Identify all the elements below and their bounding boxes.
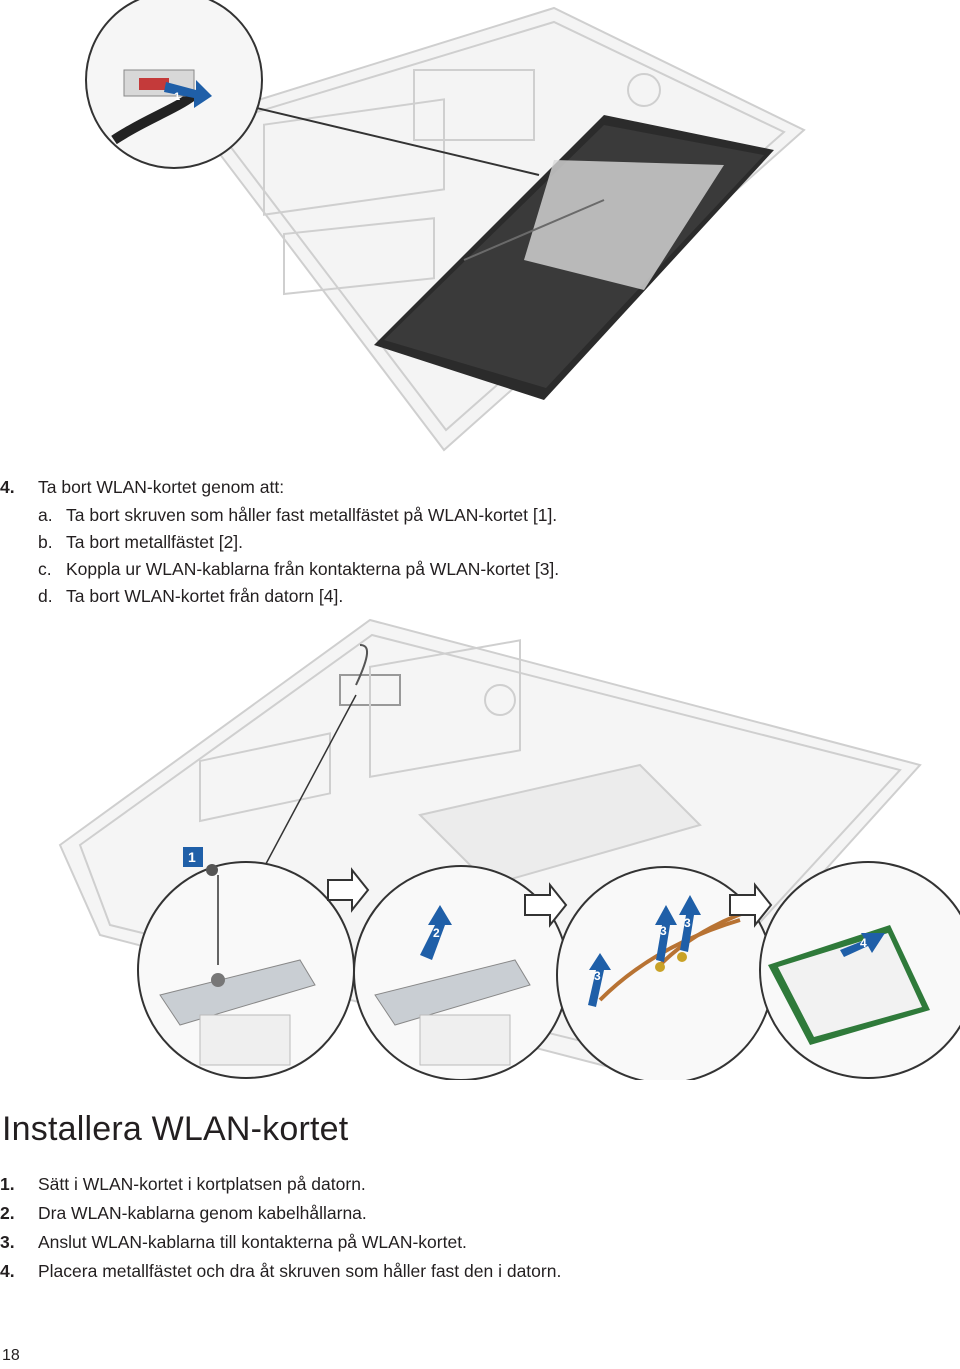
- detail-circle-card: 4: [759, 861, 960, 1079]
- detail-circle-bracket: 2: [353, 865, 569, 1080]
- step-number: 3.: [0, 1232, 15, 1252]
- callout-label: 4: [860, 936, 867, 950]
- step-number: 1.: [0, 1174, 15, 1194]
- substep-letter: b.: [38, 532, 53, 552]
- callout-arrow-3a: 3: [588, 953, 611, 1007]
- callout-label: 2: [433, 926, 440, 940]
- callout-arrow-1: 1: [164, 80, 212, 108]
- next-arrow-icon: [327, 867, 370, 913]
- step-number: 4.: [0, 1261, 15, 1281]
- substep-letter: a.: [38, 505, 53, 525]
- next-arrow-icon: [524, 882, 568, 928]
- battery-disconnect-illustration: 1: [84, 0, 960, 460]
- step-text: Dra WLAN-kablarna genom kabelhållarna.: [38, 1203, 367, 1223]
- screw-icon: [206, 864, 218, 876]
- wlan-removal-illustration: 1 2: [40, 615, 960, 1080]
- substep-letter: d.: [38, 586, 53, 606]
- callout-arrow-3b: 3: [655, 905, 677, 962]
- step-text: Ta bort WLAN-kortet genom att:: [38, 477, 285, 497]
- step-text: Sätt i WLAN-kortet i kortplatsen på dato…: [38, 1174, 366, 1194]
- substep-text: Koppla ur WLAN-kablarna från kontakterna…: [66, 559, 560, 579]
- substep-text: Ta bort skruven som håller fast metallfä…: [66, 505, 558, 525]
- detail-circle-cables: 3 3 3: [556, 866, 774, 1080]
- step-text: Anslut WLAN-kablarna till kontakterna på…: [38, 1232, 467, 1252]
- callout-label: 3: [660, 924, 667, 938]
- callout-label: 3: [594, 969, 601, 983]
- page-number: 18: [2, 1347, 20, 1364]
- callout-arrow-2: 2: [420, 905, 452, 960]
- step-number: 2.: [0, 1203, 15, 1223]
- substep-letter: c.: [38, 559, 52, 579]
- callout-badge-1: 1: [183, 847, 203, 867]
- step-number: 4.: [0, 477, 15, 497]
- callout-label: 1: [188, 849, 196, 865]
- substep-text: Ta bort WLAN-kortet från datorn [4].: [66, 586, 344, 606]
- battery-pack: [374, 115, 774, 400]
- callout-arrow-3c: 3: [679, 895, 701, 952]
- next-arrow-icon: [729, 882, 773, 928]
- callout-label: 1: [174, 91, 180, 103]
- step-text: Placera metallfästet och dra åt skruven …: [38, 1261, 562, 1281]
- section-heading: Installera WLAN-kortet: [2, 1110, 349, 1148]
- callout-label: 3: [684, 916, 691, 930]
- callout-arrow-4: 4: [840, 933, 885, 957]
- detail-circle-screw: [137, 861, 355, 1079]
- substep-text: Ta bort metallfästet [2].: [66, 532, 244, 552]
